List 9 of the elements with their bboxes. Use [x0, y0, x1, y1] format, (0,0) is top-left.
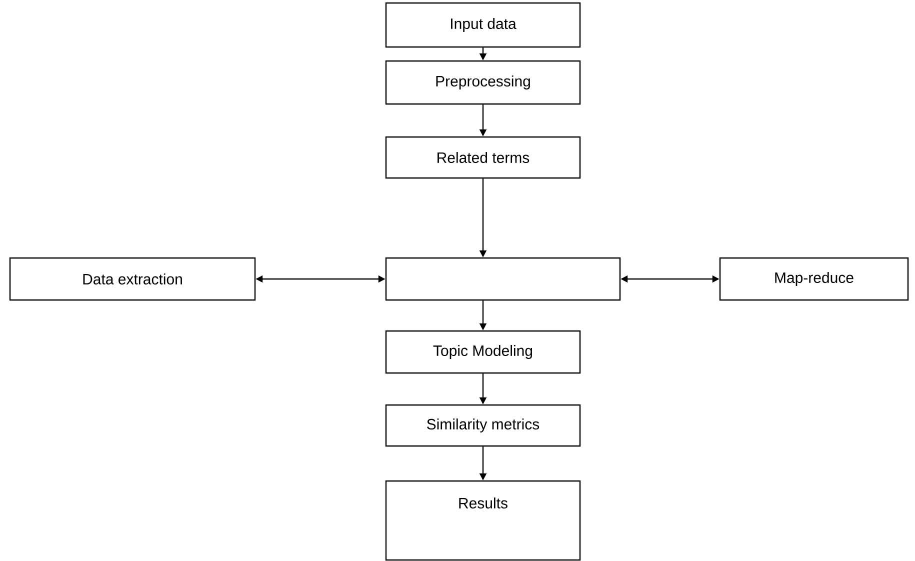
process-box: Preprocessing [385, 60, 581, 105]
process-box [385, 257, 621, 301]
process-box: Data extraction [9, 257, 256, 301]
process-box: Input data [385, 2, 581, 48]
process-box: Map-reduce [719, 257, 909, 301]
process-box: Related terms [385, 136, 581, 179]
process-box: Results [385, 480, 581, 561]
process-box: Similarity metrics [385, 404, 581, 447]
process-box: Topic Modeling [385, 330, 581, 374]
